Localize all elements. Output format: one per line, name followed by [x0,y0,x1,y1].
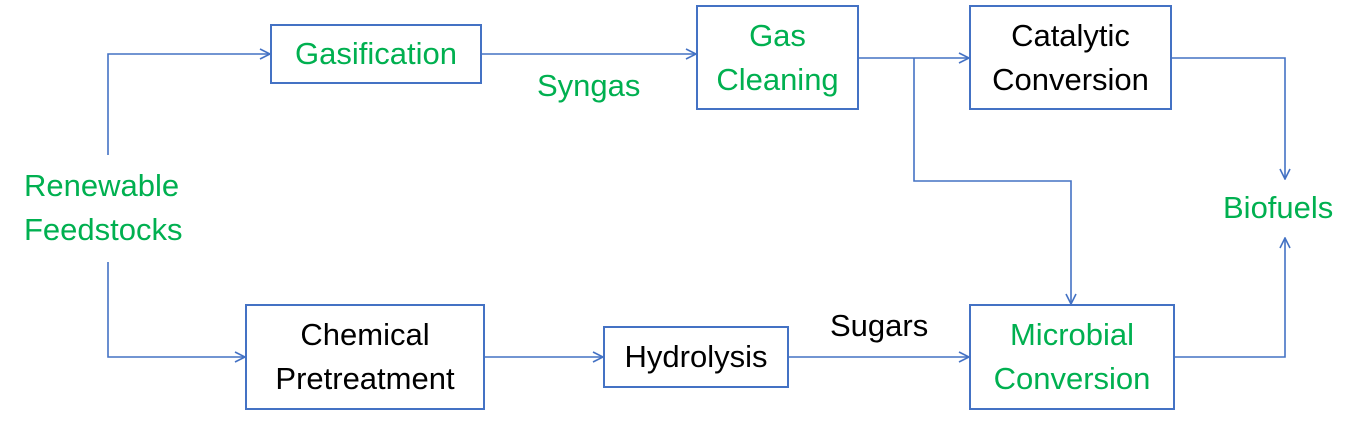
arrow-feedstocks-to-gasification [107,54,270,155]
arrow-gas-cleaning-to-microbial [913,58,1071,304]
catalytic-conversion-box: Catalytic Conversion [969,5,1172,110]
catalytic-conversion-line-2: Conversion [992,61,1149,97]
gas-cleaning-line-2: Cleaning [716,61,839,97]
sugars-label: Sugars [830,308,929,343]
renewable-feedstocks-line-1: Renewable [24,168,180,203]
catalytic-conversion-line-1: Catalytic [1011,17,1130,53]
chemical-pretreatment-line-1: Chemical [300,317,430,352]
chemical-pretreatment-line-2: Pretreatment [275,361,455,396]
microbial-conversion-line-2: Conversion [993,361,1151,396]
hydrolysis-text: Hydrolysis [624,339,768,374]
biofuels-label: Biofuels [1223,190,1334,225]
gasification-text: Gasification [295,36,457,71]
renewable-feedstocks-line-2: Feedstocks [24,212,183,247]
arrow-catalytic-to-biofuels [1172,57,1285,179]
chemical-pretreatment-box: Chemical Pretreatment [245,304,485,410]
gas-cleaning-box: Gas Cleaning [696,5,859,110]
microbial-conversion-box: Microbial Conversion [969,304,1175,410]
gasification-box: Gasification [270,24,482,84]
gas-cleaning-line-1: Gas [749,17,806,53]
arrow-microbial-to-biofuels [1175,238,1285,358]
microbial-conversion-line-1: Microbial [1009,317,1135,352]
hydrolysis-box: Hydrolysis [603,326,789,388]
renewable-feedstocks-label: Renewable Feedstocks [24,164,183,252]
arrow-feedstocks-to-pretreatment [107,262,245,357]
syngas-label: Syngas [537,68,641,103]
